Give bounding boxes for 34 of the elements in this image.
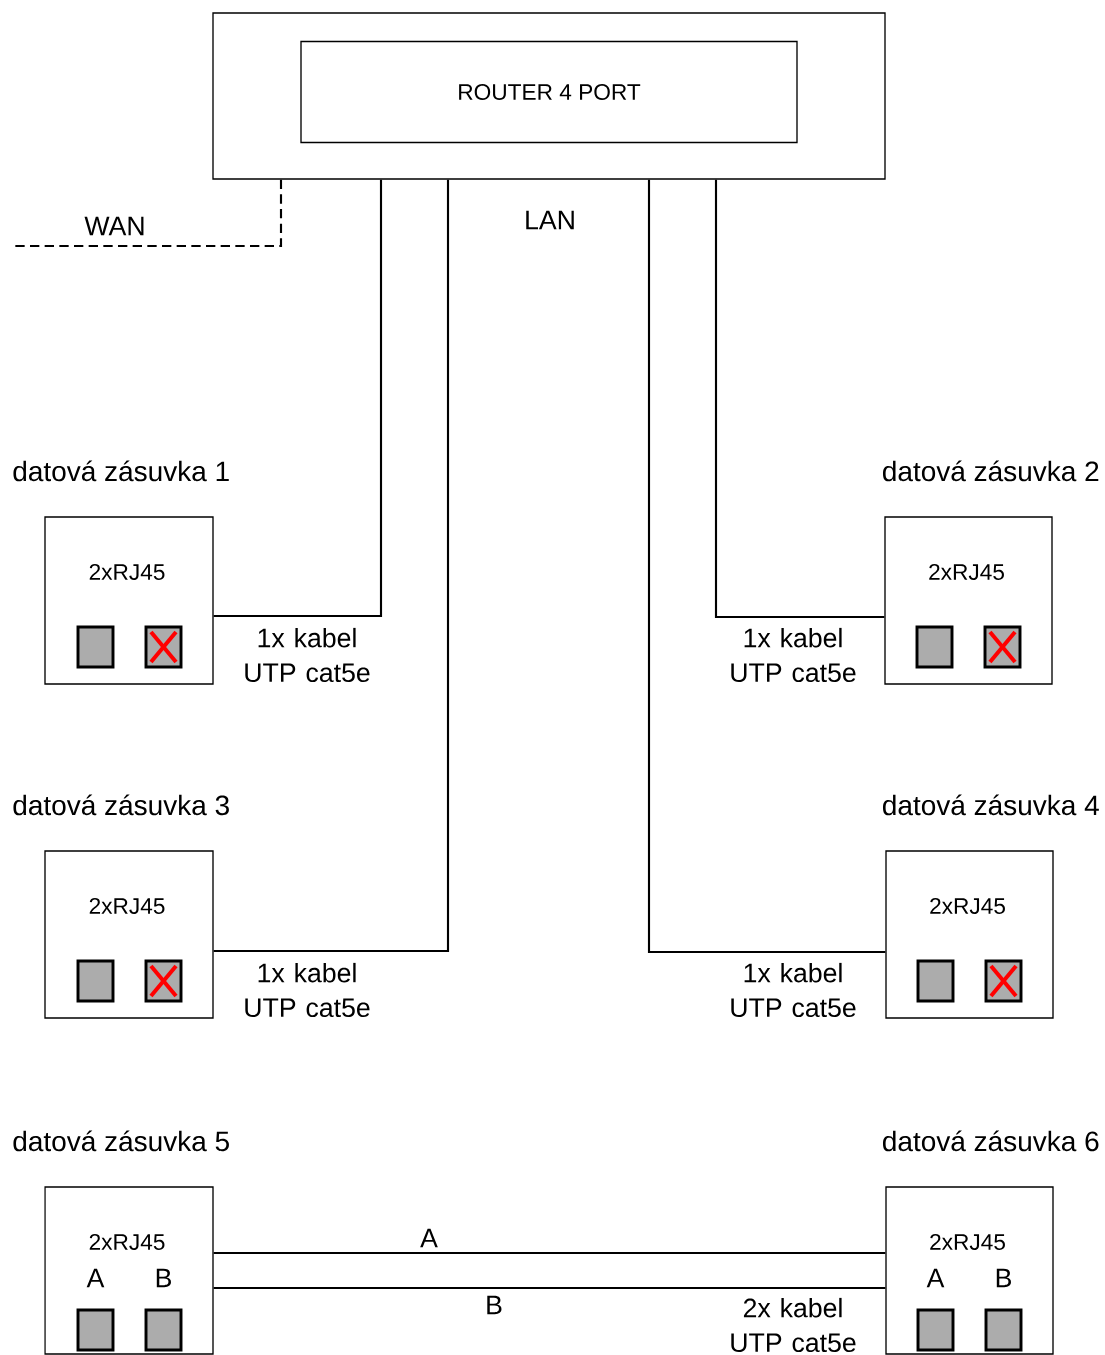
socket-title: datová zásuvka 4 bbox=[883, 794, 1099, 816]
cable-line bbox=[213, 179, 450, 953]
port-type-label: 2xRJ45 bbox=[89, 564, 165, 581]
cable-line bbox=[213, 1286, 886, 1290]
socket-title: datová zásuvka 2 bbox=[883, 460, 1099, 482]
edge-label: 1x kabel UTP cat5e bbox=[245, 627, 370, 683]
socket-title: datová zásuvka 3 bbox=[13, 794, 229, 816]
port-letter: B bbox=[156, 1268, 171, 1288]
port-type-label: 2xRJ45 bbox=[89, 1234, 165, 1251]
router-label-box: ROUTER 4 PORT bbox=[300, 40, 798, 144]
port-type-label: 2xRJ45 bbox=[929, 564, 1004, 581]
port-letter: A bbox=[926, 1268, 945, 1288]
socket-title: datová zásuvka 6 bbox=[883, 1130, 1099, 1152]
edge-label: 1x kabel UTP cat5e bbox=[245, 962, 370, 1018]
edge-label: A bbox=[420, 1228, 438, 1248]
cable-line bbox=[647, 179, 886, 954]
router-box bbox=[212, 12, 886, 180]
port-type-label: 2xRJ45 bbox=[930, 898, 1005, 915]
note-label: 2x kabel UTP cat5e bbox=[731, 1297, 856, 1353]
cable-line bbox=[213, 1251, 886, 1255]
socket-title: datová zásuvka 1 bbox=[13, 460, 229, 482]
note-label: LAN bbox=[526, 210, 574, 230]
port-type-label: 2xRJ45 bbox=[89, 898, 165, 915]
port-type-label: 2xRJ45 bbox=[930, 1234, 1005, 1251]
port-letter: A bbox=[86, 1268, 105, 1288]
edge-label: 1x kabel UTP cat5e bbox=[731, 962, 856, 1018]
socket-title: datová zásuvka 5 bbox=[13, 1130, 229, 1152]
edge-label: WAN bbox=[84, 216, 144, 236]
cable-line bbox=[213, 179, 383, 618]
edge-label: B bbox=[487, 1295, 502, 1315]
edge-label: 1x kabel UTP cat5e bbox=[731, 627, 856, 683]
cable-line bbox=[12, 179, 283, 248]
port-letter: B bbox=[996, 1268, 1011, 1288]
cable-line bbox=[714, 179, 885, 619]
